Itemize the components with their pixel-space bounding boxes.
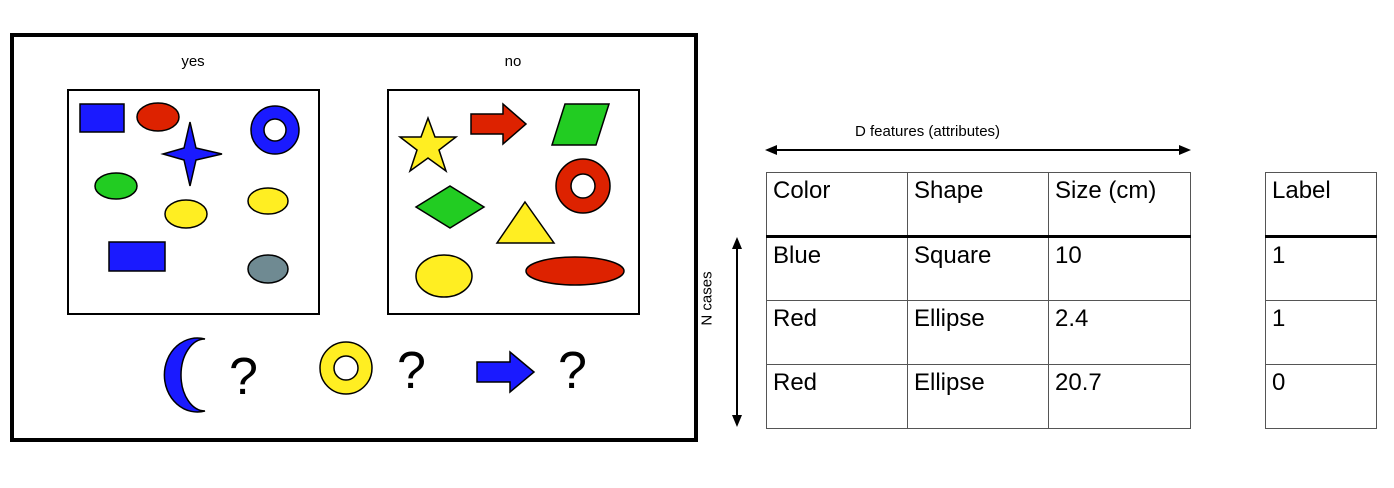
table-cell: Red <box>766 300 908 365</box>
green-ellipse-shape <box>94 172 138 200</box>
table-row: 0 <box>1265 364 1377 429</box>
table-row: Red Ellipse 20.7 <box>766 364 1191 429</box>
table-cell: Blue <box>766 236 908 301</box>
cases-label: N cases <box>698 271 716 326</box>
blue-star-shape <box>160 121 223 187</box>
table-header-cell: Shape <box>907 172 1049 238</box>
blue-rectangle-shape <box>108 241 166 272</box>
table-row: Red Ellipse 2.4 <box>766 300 1191 365</box>
no-label: no <box>504 53 522 70</box>
table-header-cell: Color <box>766 172 908 238</box>
green-parallelogram-shape <box>550 103 611 146</box>
features-label: D features (attributes) <box>855 123 1001 140</box>
table-row: 1 <box>1265 236 1377 301</box>
table-cell: 10 <box>1048 236 1191 301</box>
label-cell: 0 <box>1265 364 1377 429</box>
label-cell: 1 <box>1265 300 1377 365</box>
table-cell: 2.4 <box>1048 300 1191 365</box>
yellow-ellipse-shape <box>247 187 289 215</box>
blue-rectangle-shape <box>79 103 125 133</box>
yellow-ellipse-shape <box>415 254 473 298</box>
yellow-triangle-shape <box>495 200 556 244</box>
question-mark: ? <box>558 342 587 400</box>
red-ellipse-shape <box>525 256 625 286</box>
feature-table: Color Shape Size (cm) Blue Square 10 Red… <box>766 172 1191 429</box>
yellow-ellipse-shape <box>164 199 208 229</box>
blue-crescent-shape <box>163 337 206 413</box>
table-header-row: Label <box>1265 172 1377 238</box>
green-diamond-shape <box>414 185 486 229</box>
table-cell: Ellipse <box>907 364 1049 429</box>
table-cell: Ellipse <box>907 300 1049 365</box>
gray-ellipse-shape <box>247 254 289 284</box>
red-ellipse-shape <box>136 102 180 132</box>
label-cell: 1 <box>1265 236 1377 301</box>
yes-label: yes <box>181 53 205 70</box>
table-cell: Square <box>907 236 1049 301</box>
table-row: Blue Square 10 <box>766 236 1191 301</box>
table-header-row: Color Shape Size (cm) <box>766 172 1191 238</box>
table-row: 1 <box>1265 300 1377 365</box>
question-mark: ? <box>229 348 258 406</box>
red-arrow-shape <box>470 102 528 146</box>
table-cell: 20.7 <box>1048 364 1191 429</box>
blue-arrow-shape <box>476 350 536 394</box>
yellow-star-shape <box>397 115 459 173</box>
table-cell: Red <box>766 364 908 429</box>
label-table: Label 1 1 0 <box>1265 172 1377 429</box>
table-header-cell: Size (cm) <box>1048 172 1191 238</box>
label-header: Label <box>1265 172 1377 238</box>
question-mark: ? <box>397 342 426 400</box>
